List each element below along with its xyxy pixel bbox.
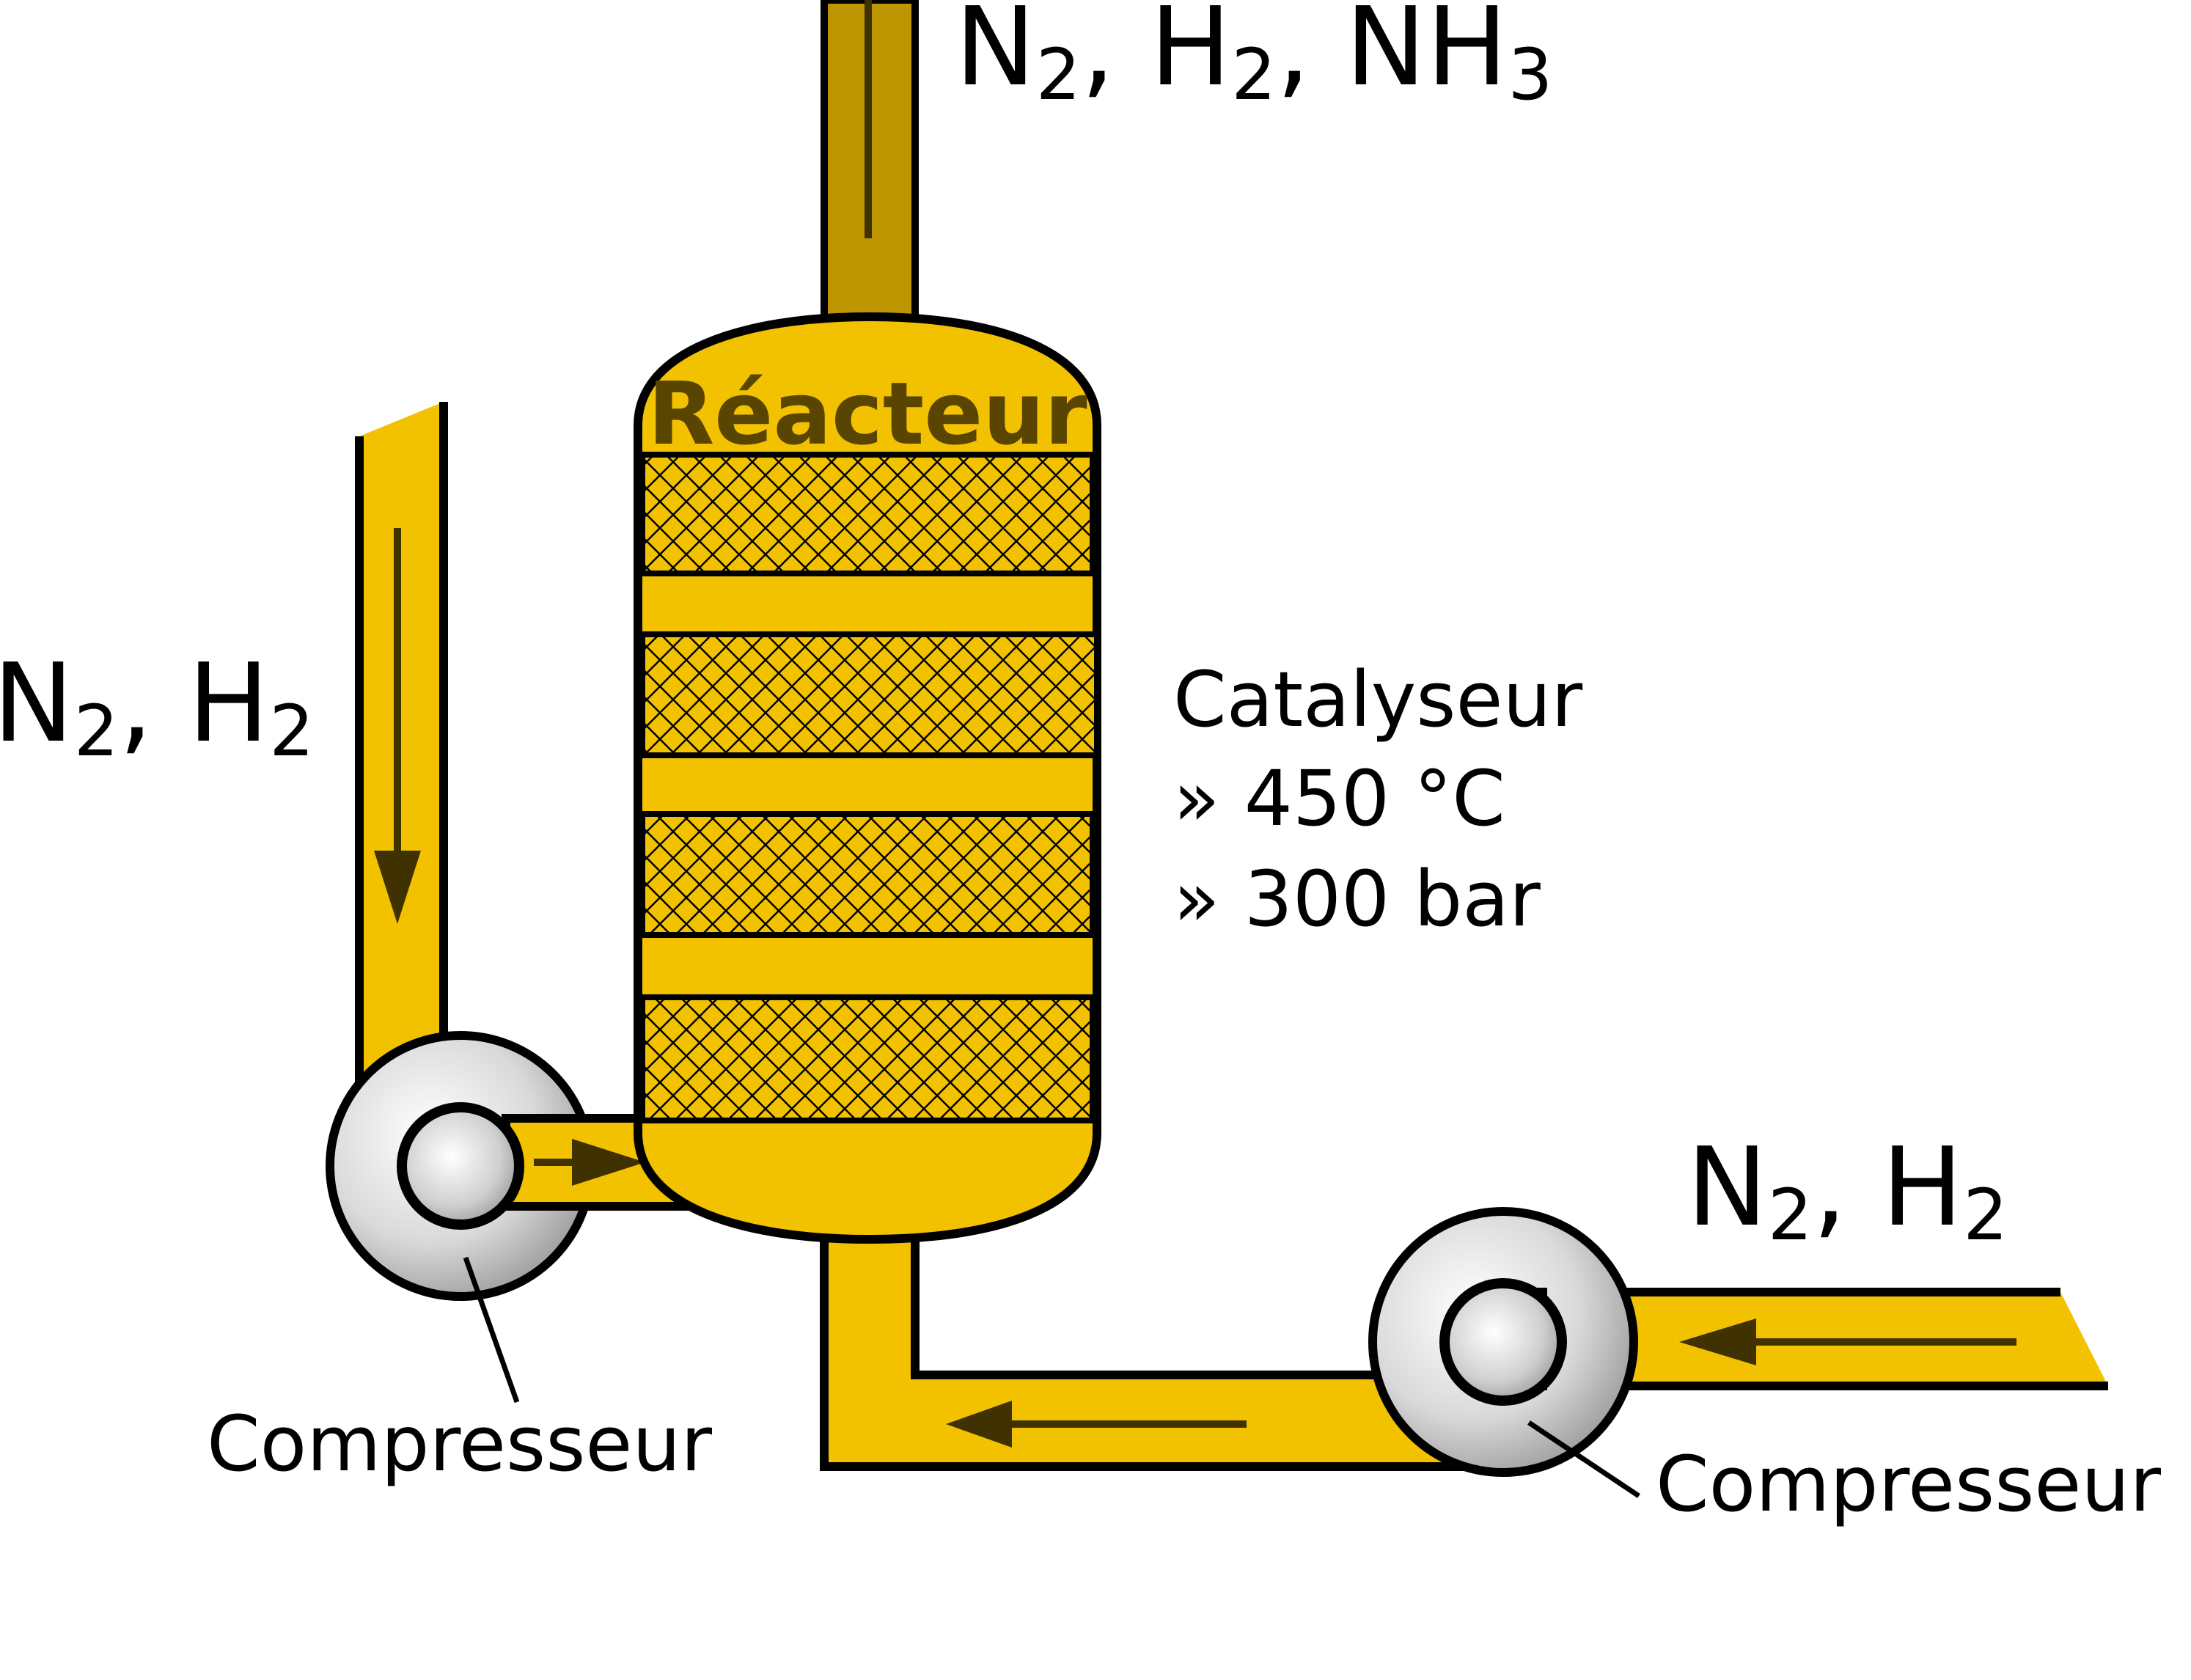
outlet-pipe	[821, 0, 919, 326]
catalyst-bed-3	[639, 811, 1096, 938]
catalyst-bed-4	[639, 994, 1096, 1123]
compressor-left-hub	[397, 1102, 524, 1230]
reactor-title: Réacteur	[647, 363, 1087, 464]
left-arrow-icon	[1679, 1318, 2016, 1365]
catalyst-bed-1	[639, 452, 1096, 576]
compressor-right-leader	[1527, 1420, 1640, 1498]
right-feed-label: N2, H2	[1687, 1124, 2008, 1256]
right-feed-pipe	[1503, 1288, 2108, 1390]
catalyst-pressure: » 300 bar	[1173, 854, 1541, 944]
catalyst-bed-2	[639, 631, 1100, 758]
left-feed-label: N2, H2	[0, 640, 314, 772]
compressor-right	[1368, 1207, 1638, 1477]
compressor-right-label: Compresseur	[1656, 1439, 2161, 1529]
left-feed-pipe	[355, 402, 448, 1115]
catalyst-title: Catalyseur	[1173, 655, 1582, 744]
down-arrow-icon	[374, 528, 421, 924]
outlet-label: N2, H2, NH3	[955, 0, 1552, 116]
reactor: Réacteur	[634, 312, 1101, 1244]
right-arrow-icon	[534, 1139, 645, 1186]
compressor-left-label: Compresseur	[207, 1399, 712, 1489]
catalyst-temperature: » 450 °C	[1173, 754, 1505, 843]
compressor-left-leader	[463, 1256, 520, 1404]
left-arrow-icon	[946, 1401, 1247, 1448]
